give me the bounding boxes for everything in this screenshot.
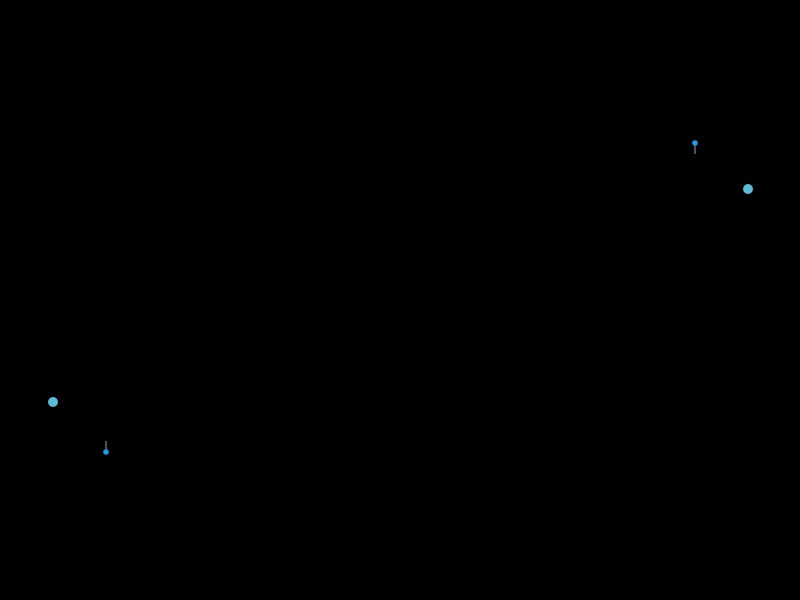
pin-icon bbox=[103, 441, 109, 455]
pin-icon bbox=[692, 140, 698, 154]
orb-2 bbox=[48, 397, 58, 407]
orb-1 bbox=[743, 184, 753, 194]
